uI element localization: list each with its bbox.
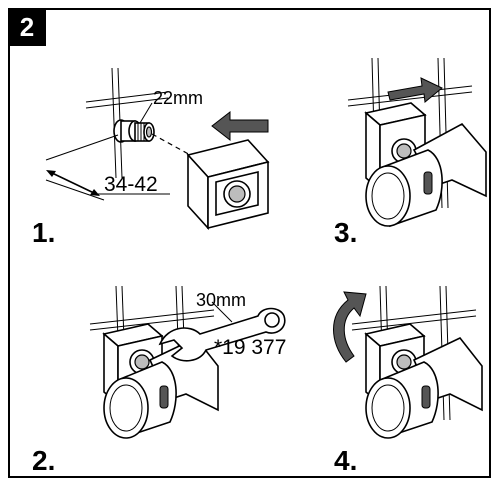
tool-reference-label: *19 377 [214,336,286,359]
distance-label: 34-42 [104,173,158,196]
wrench-size-label: 30mm [196,290,246,310]
valve-body [365,122,487,228]
step-1-panel: 22mm 34-42 1. [32,67,270,248]
wall-tile-grid [85,67,169,179]
rotate-arrow-icon [333,291,367,363]
valve-body [103,337,219,439]
step-1-number: 1. [32,217,55,248]
step-4-number: 4. [334,445,357,476]
step-4-panel: 4. [333,285,483,476]
slide-arrow-icon [387,77,443,103]
connection-fitting [113,119,155,143]
valve-body [365,337,483,439]
step-3-panel: 3. [334,57,487,248]
step-3-number: 3. [334,217,357,248]
open-end-wrench-icon [158,307,286,362]
push-arrow-icon [211,110,269,142]
wrench-size-leader [211,301,233,323]
square-rosette [186,139,270,231]
distance-dimension [45,134,170,201]
step-2-panel: 30mm *19 377 2. [32,285,286,476]
figure-number-badge: 2 [8,8,46,46]
step-2-number: 2. [32,445,55,476]
nut-size-label: 22mm [153,88,203,108]
nut-size-leader [139,102,153,124]
